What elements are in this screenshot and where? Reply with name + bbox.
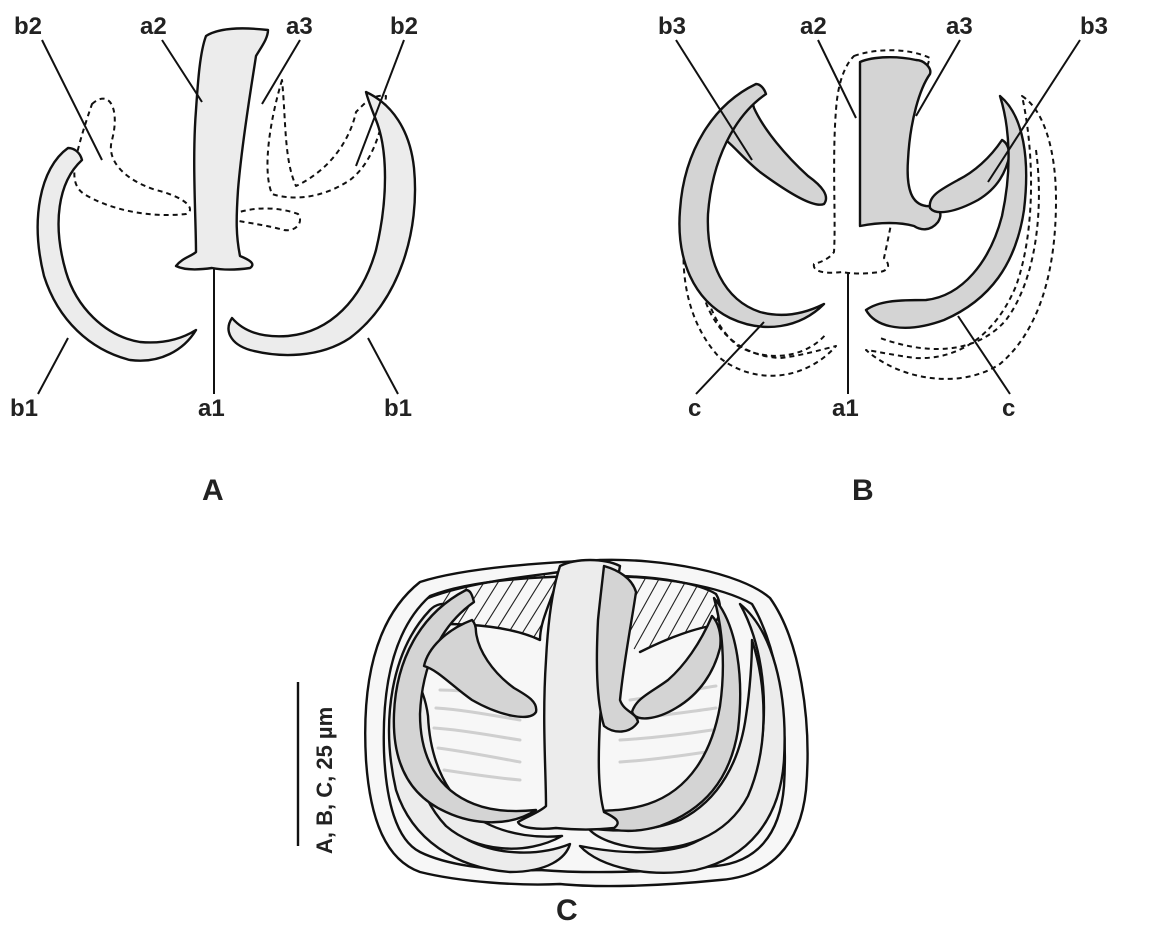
a-central-piece [176, 28, 268, 269]
b-label-c-left: c [688, 395, 701, 422]
c-panel-label: C [556, 894, 578, 927]
a-label-b1-left: b1 [10, 395, 38, 422]
a-label-a3: a3 [286, 13, 313, 40]
a-leader-b1-left [38, 338, 68, 394]
a-dashed-lobe-left [74, 99, 190, 215]
b-label-a1: a1 [832, 395, 859, 422]
b-label-a3: a3 [946, 13, 973, 40]
a-leader-a3 [262, 40, 300, 104]
b-leader-c-right [958, 316, 1010, 394]
a-leader-a2 [162, 40, 202, 102]
b-label-c-right: c [1002, 395, 1015, 422]
b-leader-b3-right [988, 40, 1080, 182]
a-label-b2-left: b2 [14, 13, 42, 40]
b-label-b3-right: b3 [1080, 13, 1108, 40]
b-b3-right-hook [930, 140, 1010, 212]
b-panel-label: B [852, 474, 874, 507]
scale-bar-label: A, B, C, 25 µm [312, 707, 337, 854]
a-b1-right-hook [229, 92, 415, 355]
panel-b: b3 a2 a3 b3 c a1 c B [658, 13, 1108, 507]
a-b1-left-hook [38, 148, 196, 361]
a-label-b2-right: b2 [390, 13, 418, 40]
b-leader-c-left [696, 322, 764, 394]
panel-a: b2 a2 a3 b2 b1 a1 b1 A [10, 13, 418, 507]
a-label-a2: a2 [140, 13, 167, 40]
b-label-a2: a2 [800, 13, 827, 40]
b-label-b3-left: b3 [658, 13, 686, 40]
a-leader-b1-right [368, 338, 398, 394]
a-label-b1-right: b1 [384, 395, 412, 422]
a-panel-label: A [202, 474, 224, 507]
b-a2-column [860, 57, 940, 229]
a-leader-b2-left [42, 40, 102, 160]
panel-c: A, B, C, 25 µm C [298, 560, 808, 927]
a-label-a1: a1 [198, 395, 225, 422]
